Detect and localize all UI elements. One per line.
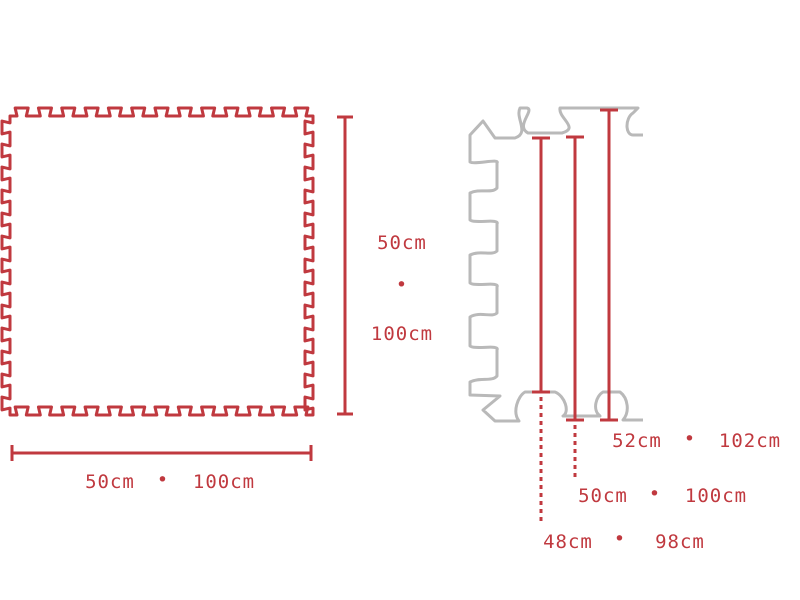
height-label-1: 50cm <box>377 232 427 254</box>
width-label-1: 50cm <box>85 471 135 493</box>
right-outer-dimension <box>600 108 618 422</box>
outer-label-1: 52cm <box>612 430 662 452</box>
inner-label-1: 48cm <box>543 531 593 553</box>
mid-label-sep: • <box>649 483 661 505</box>
height-label-sep: • <box>396 274 408 296</box>
height-label-2: 100cm <box>371 323 433 345</box>
inner-label-sep: • <box>614 528 626 550</box>
width-label-2: 100cm <box>193 471 255 493</box>
right-tile-outline <box>468 106 643 423</box>
left-height-dimension <box>337 115 353 416</box>
right-inner-dimension <box>532 136 550 524</box>
outer-label-sep: • <box>684 428 696 450</box>
left-tile-outline <box>0 106 315 417</box>
inner-label-2: 98cm <box>655 531 705 553</box>
mid-label-1: 50cm <box>578 485 628 507</box>
right-mid-dimension <box>566 135 584 480</box>
left-width-dimension <box>10 445 313 461</box>
width-label-sep: • <box>157 469 169 491</box>
mid-label-2: 100cm <box>685 485 747 507</box>
outer-label-2: 102cm <box>719 430 781 452</box>
